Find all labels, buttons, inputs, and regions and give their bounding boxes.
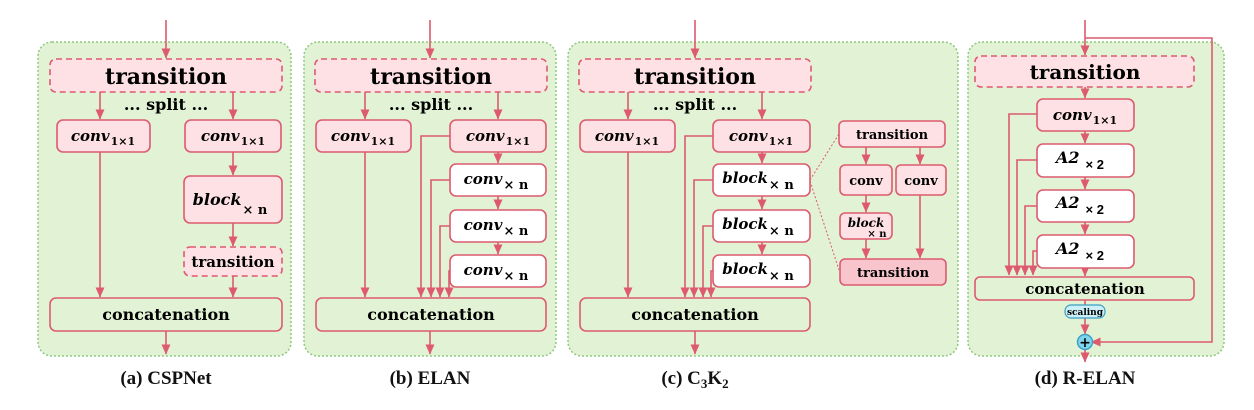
c3k2-inset-transition-label: transition [856, 128, 929, 143]
c3k2-split-label: ... split ... [653, 95, 737, 114]
c3k2-conv-left-box [579, 119, 676, 153]
arrow [1004, 113, 1037, 276]
r-elan-diagram [1004, 20, 1213, 363]
r-elan-add-node [1076, 333, 1094, 351]
cspnet-block-box [183, 175, 283, 224]
arrow [689, 179, 713, 298]
c3k2-inset-block-box [839, 212, 893, 240]
elan-conv-left-box [315, 119, 412, 153]
c3k2-inset-conv-left-box [839, 164, 893, 196]
elan-transition-label: transition [370, 64, 492, 90]
cspnet-block-label: block× n [193, 190, 268, 218]
cspnet-transition2-label: transition [191, 253, 274, 271]
r-elan-concatenation-label: concatenation [1025, 280, 1145, 298]
cspnet-concatenation-box [49, 297, 283, 332]
cspnet-concatenation-label: concatenation [102, 305, 230, 324]
arrow [1020, 205, 1037, 276]
elan-conv-n-box-1 [449, 163, 547, 197]
cspnet-split-label: ... split ... [124, 95, 208, 114]
cspnet-transition-box [49, 58, 283, 93]
arrow [1012, 159, 1037, 276]
elan-conv-n-box-2 [449, 209, 547, 243]
c3k2-concatenation-label: concatenation [631, 305, 759, 324]
c3k2-diagram [623, 20, 925, 355]
elan-concatenation-label: concatenation [367, 305, 495, 324]
cspnet-conv-right-label: conv1×1 [201, 127, 265, 148]
cspnet-conv-right-box [184, 119, 282, 153]
elan-conv-n-label-2: conv× n [464, 216, 529, 239]
elan-transition-box [314, 58, 548, 93]
r-elan-concatenation-box [974, 276, 1195, 301]
c3k2-block-label-2: block× n [722, 215, 794, 239]
c3k2-conv-right-label: conv1×1 [729, 127, 793, 148]
arrow [1028, 250, 1038, 276]
arrow [426, 179, 450, 298]
c3k2-transition-label: transition [634, 64, 756, 90]
r-elan-a2-label-3: A2× 2 [1054, 239, 1104, 263]
arrow [416, 135, 450, 298]
cspnet-diagram [95, 20, 238, 355]
c3k2-block-box-1 [712, 163, 811, 197]
r-elan-a2-box-1 [1036, 143, 1135, 178]
zoom-line-top [809, 133, 840, 181]
c3k2-concatenation-box [579, 297, 811, 332]
r-elan-transition-box [974, 55, 1195, 88]
c3k2-inset-conv-right-label: conv [904, 174, 938, 189]
cspnet-conv-left-box [56, 119, 151, 153]
elan-conv-n-label-3: conv× n [464, 261, 529, 284]
c3k2-inset-transition-box [838, 120, 946, 148]
r-elan-conv-box [1036, 98, 1135, 132]
elan-conv-right-box [449, 119, 547, 153]
c3k2-block-label-1: block× n [722, 169, 794, 193]
arrow [698, 225, 713, 298]
r-elan-a2-box-3 [1036, 234, 1135, 269]
r-elan-scaling-label: scaling [1067, 308, 1104, 318]
c3k2-inset-conv-right-box [895, 164, 947, 196]
r-elan-a2-box-2 [1036, 189, 1135, 223]
r-elan-transition-label: transition [1030, 60, 1141, 84]
caption-r-elan: (d) R-ELAN [1035, 368, 1136, 389]
r-elan-conv-label: conv1×1 [1053, 106, 1117, 127]
r-elan-scaling-badge [1064, 304, 1106, 319]
r-elan-plus-icon: + [1079, 335, 1091, 351]
c3k2-transition-box [578, 58, 812, 93]
arrow [1085, 37, 1213, 347]
c3k2-block-box-3 [712, 254, 811, 288]
c3k2-inset-transition2-box [839, 258, 947, 286]
elan-conv-n-box-3 [449, 254, 547, 288]
cspnet-transition2-box [183, 246, 283, 277]
elan-diagram [360, 20, 503, 355]
r-elan-a2-label-1: A2× 2 [1054, 148, 1104, 172]
caption-cspnet: (a) CSPNet [120, 368, 212, 389]
elan-split-label: ... split ... [389, 95, 473, 114]
arrow [435, 225, 450, 298]
elan-conv-n-label-1: conv× n [464, 170, 529, 193]
c3k2-inset-conv-left-label: conv [849, 174, 883, 189]
elan-concatenation-box [315, 297, 547, 332]
r-elan-a2-label-2: A2× 2 [1054, 193, 1104, 217]
cspnet-transition-label: transition [105, 64, 227, 90]
c3k2-block-label-3: block× n [722, 260, 794, 284]
caption-c3k2: (c) C3K2 [661, 368, 728, 391]
c3k2-conv-left-label: conv1×1 [595, 127, 659, 148]
elan-conv-right-label: conv1×1 [466, 127, 530, 148]
elan-conv-left-label: conv1×1 [331, 127, 395, 148]
caption-elan: (b) ELAN [390, 368, 471, 389]
c3k2-conv-right-box [712, 119, 811, 153]
cspnet-conv-left-label: conv1×1 [71, 127, 135, 148]
c3k2-inset-transition2-label: transition [857, 266, 930, 281]
arrow [680, 135, 713, 298]
c3k2-inset-block-sub: × n [867, 229, 887, 240]
c3k2-inset-block-label: block [848, 216, 885, 230]
c3k2-block-box-2 [712, 209, 811, 243]
